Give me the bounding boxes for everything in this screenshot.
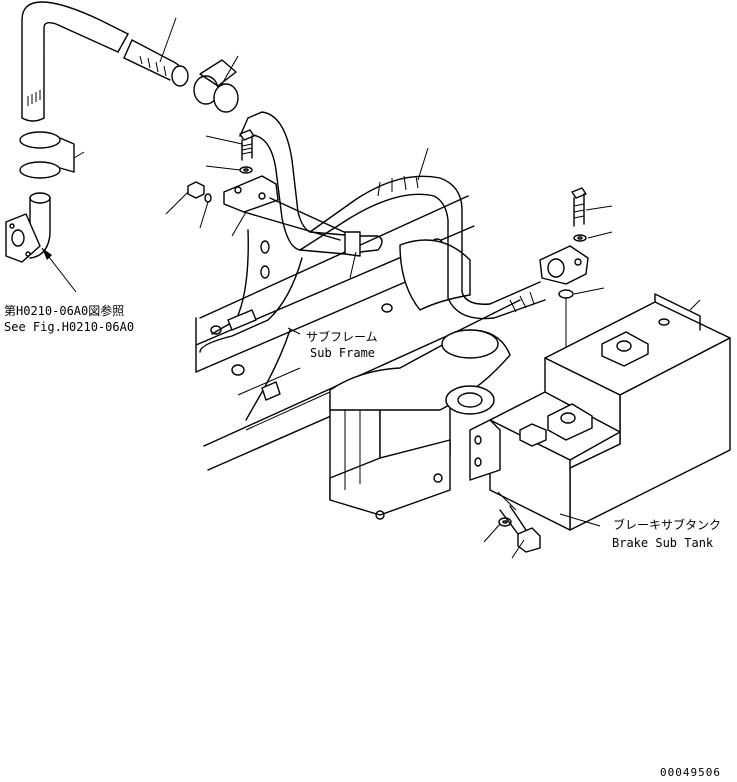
sub-frame-pointer: [287, 327, 301, 335]
tank-pointer: [559, 513, 601, 527]
brake-sub-tank: [469, 293, 731, 531]
wire-harness: [199, 229, 303, 421]
bolt-upper: [239, 129, 255, 174]
tank-hose: [299, 175, 546, 320]
pipe-clip: [539, 245, 589, 285]
lower-left-clamp: [19, 131, 75, 179]
upper-hose: [21, 1, 189, 122]
sub-frame-label-en: Sub Frame: [310, 346, 376, 360]
reference-label-en: See Fig.H0210-06A0: [4, 320, 135, 334]
sub-frame-label-jp: サブフレーム: [306, 330, 378, 344]
bracket-left: [223, 175, 345, 241]
reference-label-jp: 第H0210-06A0図参照: [4, 304, 125, 318]
reference-arrow: [41, 247, 77, 293]
brake-tank-label-en: Brake Sub Tank: [612, 536, 714, 550]
bolt-right: [571, 187, 587, 242]
brake-tank-label-jp: ブレーキサブタンク: [613, 518, 722, 532]
drawing-number: 00049506: [660, 766, 721, 779]
upper-clamp: [193, 59, 239, 113]
bolt-tank: [498, 505, 541, 553]
elbow-pipe: [5, 192, 51, 263]
middle-hose: [239, 111, 383, 257]
leader-lines: [73, 17, 613, 559]
o-ring: [558, 289, 574, 299]
sub-frame: [195, 195, 521, 520]
nut-left: [187, 181, 212, 203]
